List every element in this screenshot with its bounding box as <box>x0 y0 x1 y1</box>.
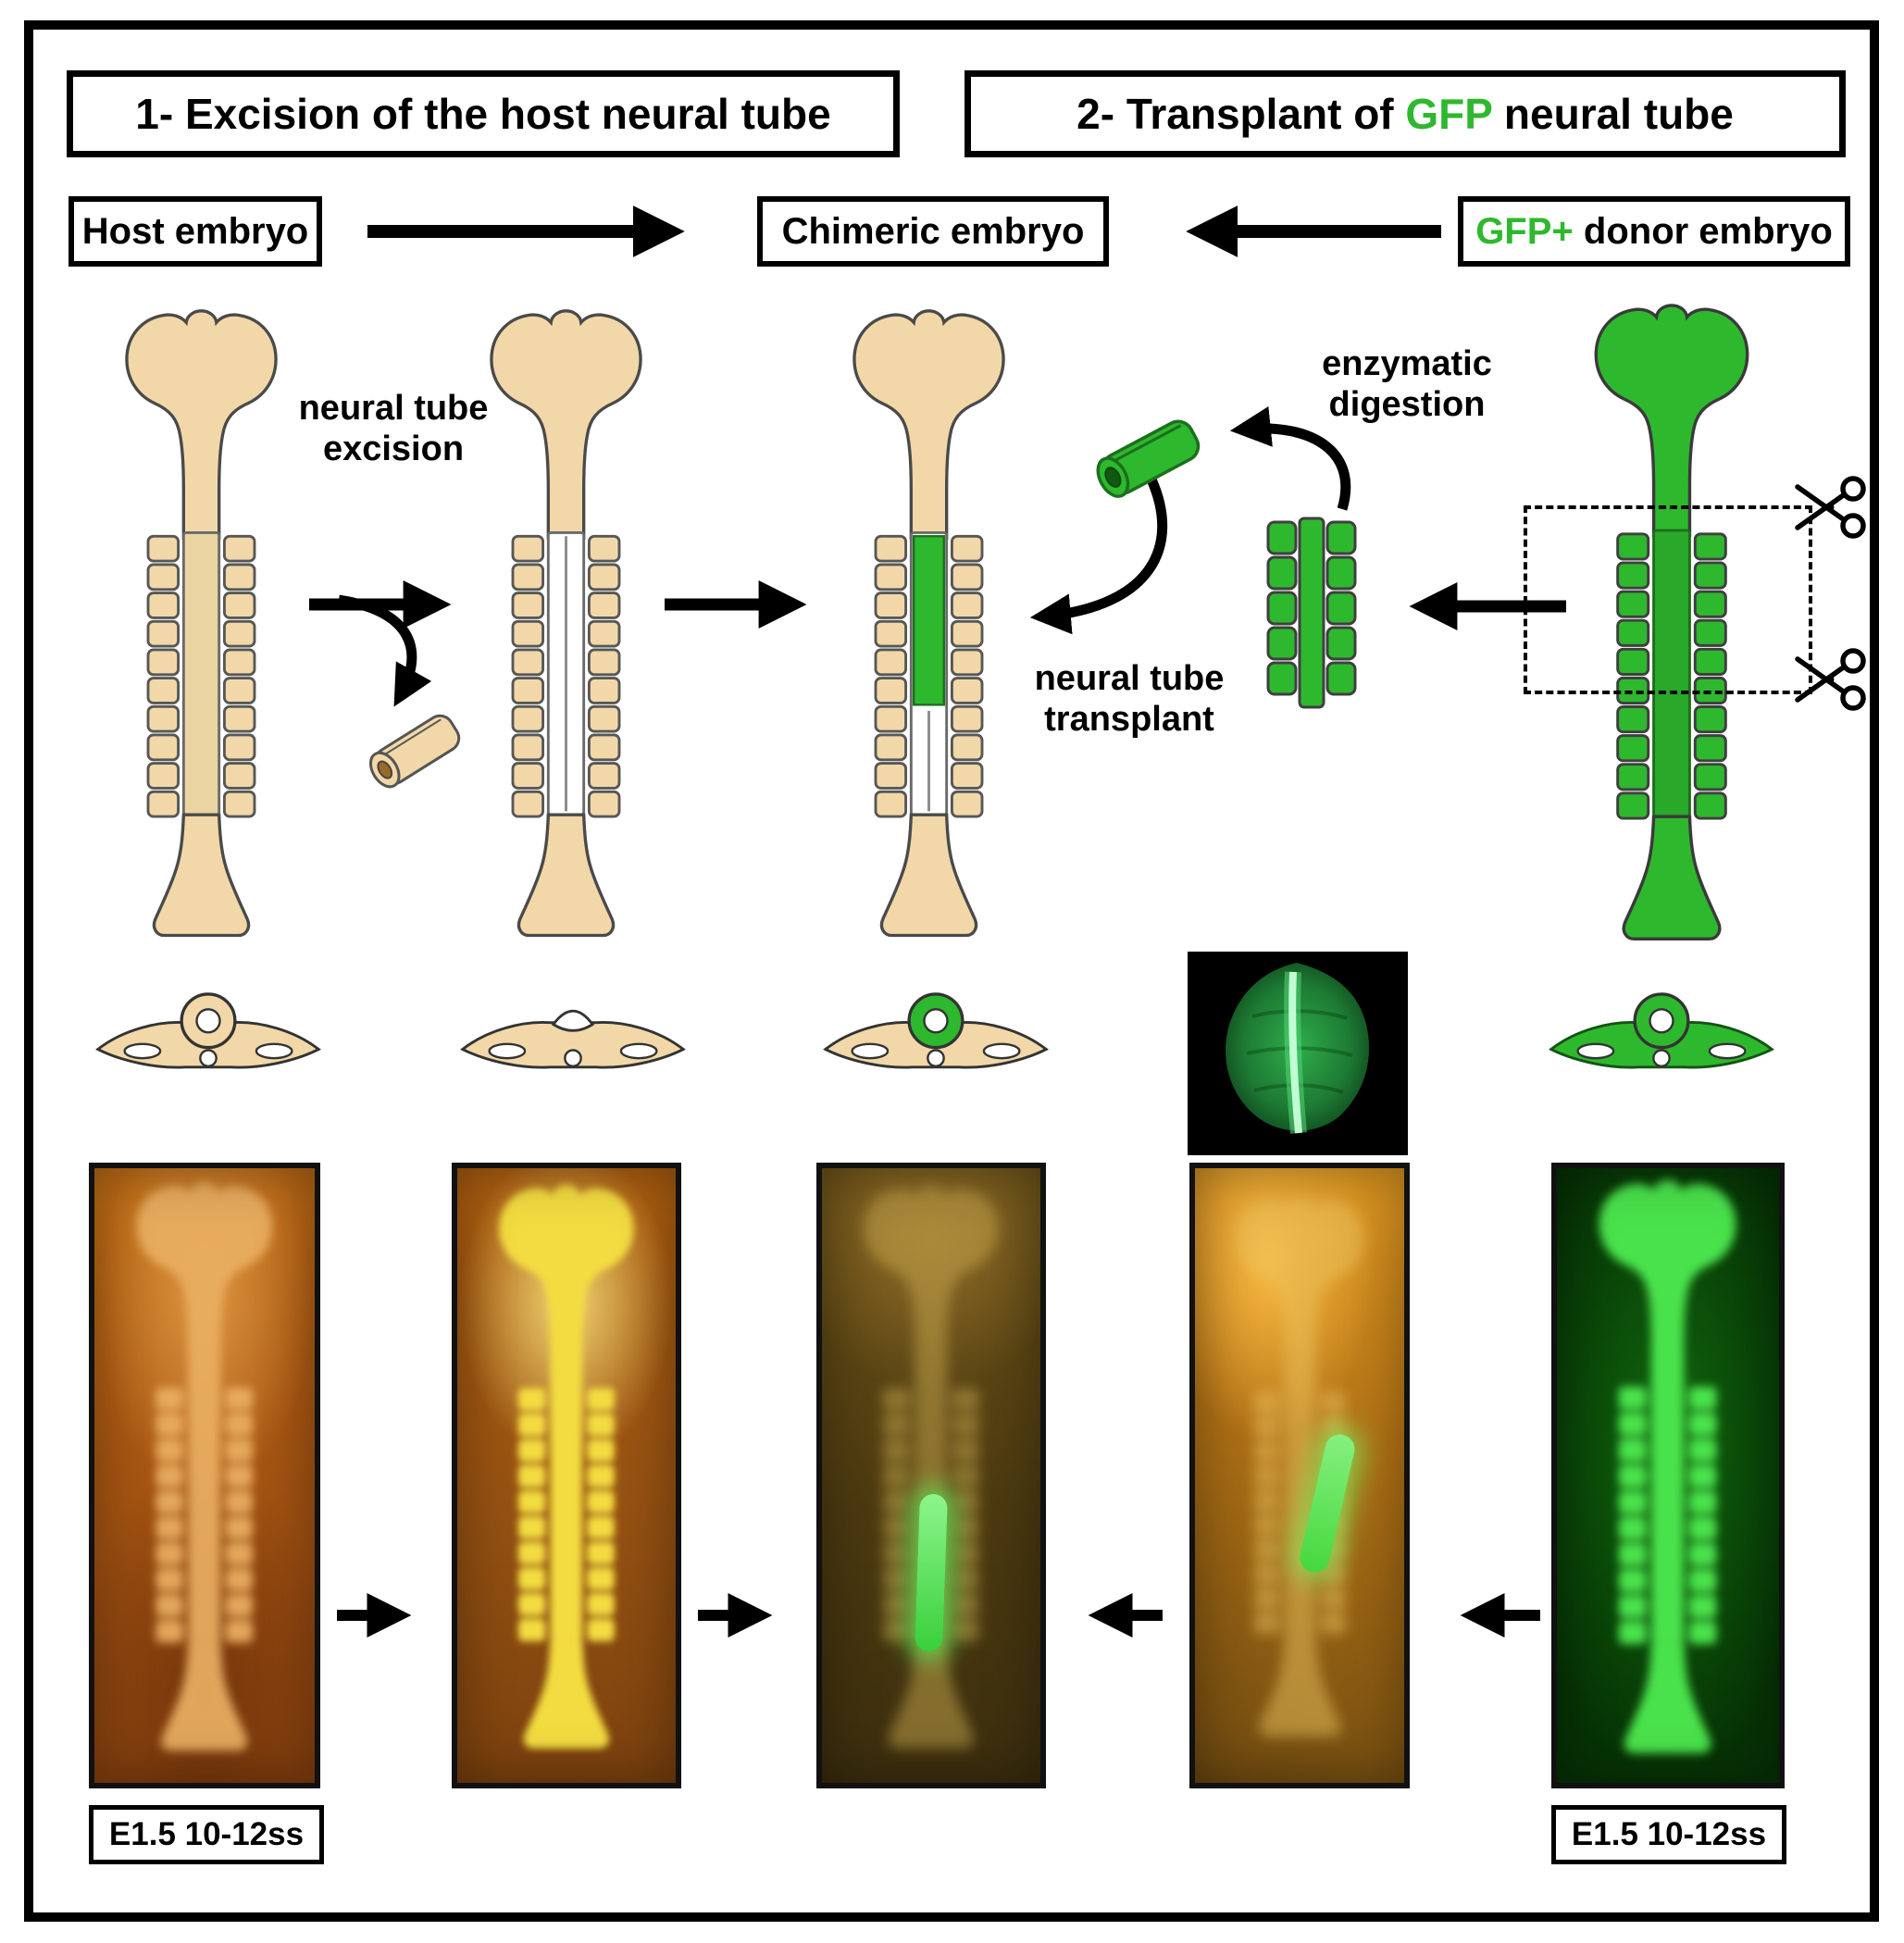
embryo-tail <box>152 813 251 938</box>
embryo-head <box>1594 304 1749 538</box>
embryo-tail <box>1622 815 1722 941</box>
arrow-photo-5-4 <box>1460 1593 1540 1638</box>
title-step1-text: 1- Excision of the host neural tube <box>135 90 831 138</box>
stage-label-right: E1.5 10-12ss <box>1551 1805 1786 1864</box>
gfp-graft-glow <box>915 1493 948 1652</box>
embryo-silhouette <box>107 1175 301 1764</box>
schematic-excised-embryo <box>490 309 642 938</box>
arrow-photo-1-2 <box>337 1593 412 1638</box>
label-chimeric-embryo: Chimeric embryo <box>757 196 1109 267</box>
dashed-cut-region <box>1524 505 1812 694</box>
photo-host-embryo <box>89 1163 320 1788</box>
title-step1: 1- Excision of the host neural tube <box>67 70 900 157</box>
annotation-enzymatic-digestion: enzymatic digestion <box>1322 344 1492 424</box>
embryo-silhouette <box>470 1175 663 1764</box>
embryo-head <box>490 309 642 540</box>
photo-donor-embryo <box>1551 1163 1785 1788</box>
embryo-tail <box>879 813 978 938</box>
cross-section-donor <box>1549 992 1773 1069</box>
arrow-photo-2-3 <box>698 1593 773 1638</box>
gfp-plus-highlight: GFP+ <box>1475 210 1574 252</box>
gfp-graft-segment <box>913 535 945 706</box>
stage-label-left: E1.5 10-12ss <box>89 1805 324 1864</box>
arrow-donor-to-chimeric <box>1186 206 1441 257</box>
gfp-tube-piece <box>1096 419 1201 498</box>
cross-section-excised <box>461 1009 685 1069</box>
photo-excised-embryo <box>452 1163 681 1788</box>
gfp-explant-block <box>1266 517 1357 709</box>
neural-tube <box>181 530 221 816</box>
arrow-digestion-curved <box>1229 405 1351 511</box>
annotation-neural-tube-excision: neural tube excision <box>298 389 489 468</box>
label-host-embryo: Host embryo <box>68 196 322 267</box>
title-step2-text: 2- Transplant of GFP neural tube <box>1076 90 1734 138</box>
embryo-silhouette <box>835 1175 1027 1764</box>
arrow-embryo2-3 <box>665 580 807 629</box>
cross-section-chimeric <box>824 992 1048 1069</box>
arrow-transplant-curved <box>1029 477 1168 635</box>
arrow-donor-to-explant <box>1409 582 1566 630</box>
scissors-icon <box>1795 648 1866 711</box>
embryo-head <box>125 309 278 540</box>
photo-graft-embryo <box>1189 1163 1410 1788</box>
schematic-chimeric-embryo <box>852 309 1005 938</box>
embryo-tail <box>516 813 616 938</box>
cross-section-host <box>96 992 320 1069</box>
embryo-head <box>852 309 1005 540</box>
arrow-host-to-chimeric <box>367 206 685 257</box>
label-gfp-donor-embryo: GFP+ donor embryo <box>1458 196 1850 267</box>
title-step2: 2- Transplant of GFP neural tube <box>964 70 1846 157</box>
gfp-highlight: GFP <box>1405 90 1493 138</box>
photo-explant-fluorescence <box>1188 952 1408 1155</box>
annotation-neural-tube-transplant: neural tube transplant <box>1034 659 1225 739</box>
embryo-silhouette <box>1208 1175 1392 1764</box>
scissors-icon <box>1795 476 1866 539</box>
arrow-excision-curved <box>338 594 432 707</box>
embryo-silhouette <box>1570 1175 1765 1764</box>
arrow-photo-4-3 <box>1088 1593 1163 1638</box>
excised-tube-piece <box>368 714 461 789</box>
photo-chimeric-embryo <box>816 1163 1046 1788</box>
